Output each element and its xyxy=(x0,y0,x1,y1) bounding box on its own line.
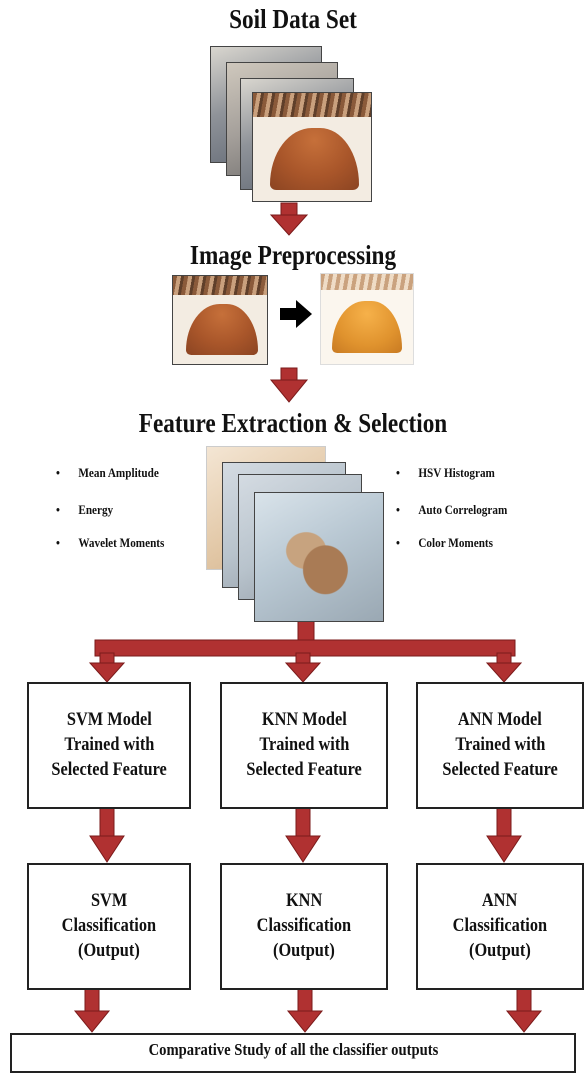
original-soil-image xyxy=(172,275,268,365)
feature-right-3: •Color Moments xyxy=(396,535,493,550)
bullet-icon: • xyxy=(56,502,60,517)
feature-left-3: •Wavelet Moments xyxy=(56,535,165,550)
feature-image-4 xyxy=(254,492,384,622)
flow-arrows xyxy=(73,202,543,1033)
branch-arrow-knn xyxy=(284,652,322,683)
branch-arrow-svm xyxy=(88,652,126,683)
bullet-icon: • xyxy=(396,465,400,480)
bullet-icon: • xyxy=(56,535,60,550)
soil-image-4 xyxy=(252,92,372,202)
bullet-icon: • xyxy=(396,535,400,550)
model-arrow-knn xyxy=(285,805,321,863)
bullet-icon: • xyxy=(56,465,60,480)
output-arrow-svm xyxy=(73,986,111,1033)
enhanced-soil-image xyxy=(320,273,414,365)
feature-left-2: •Energy xyxy=(56,502,114,517)
model-arrow-svm xyxy=(89,805,125,863)
branch-arrow-ann xyxy=(485,652,523,683)
down-arrow-1 xyxy=(269,202,309,236)
output-arrow-knn xyxy=(286,986,324,1033)
feature-right-2: •Auto Correlogram xyxy=(396,502,508,517)
feature-left-1: •Mean Amplitude xyxy=(56,465,159,480)
bullet-icon: • xyxy=(396,502,400,517)
preprocessing-title: Image Preprocessing xyxy=(189,240,397,270)
output-arrow-ann xyxy=(505,986,543,1033)
preprocess-transform-arrow xyxy=(280,300,312,328)
feature-title: Feature Extraction & Selection xyxy=(138,408,448,438)
comparative-study-box: Comparative Study of all the classifier … xyxy=(10,1033,576,1073)
dataset-title: Soil Data Set xyxy=(229,4,357,34)
feature-right-1: •HSV Histogram xyxy=(396,465,495,480)
down-arrow-2 xyxy=(269,367,309,403)
model-arrow-ann xyxy=(486,805,522,863)
